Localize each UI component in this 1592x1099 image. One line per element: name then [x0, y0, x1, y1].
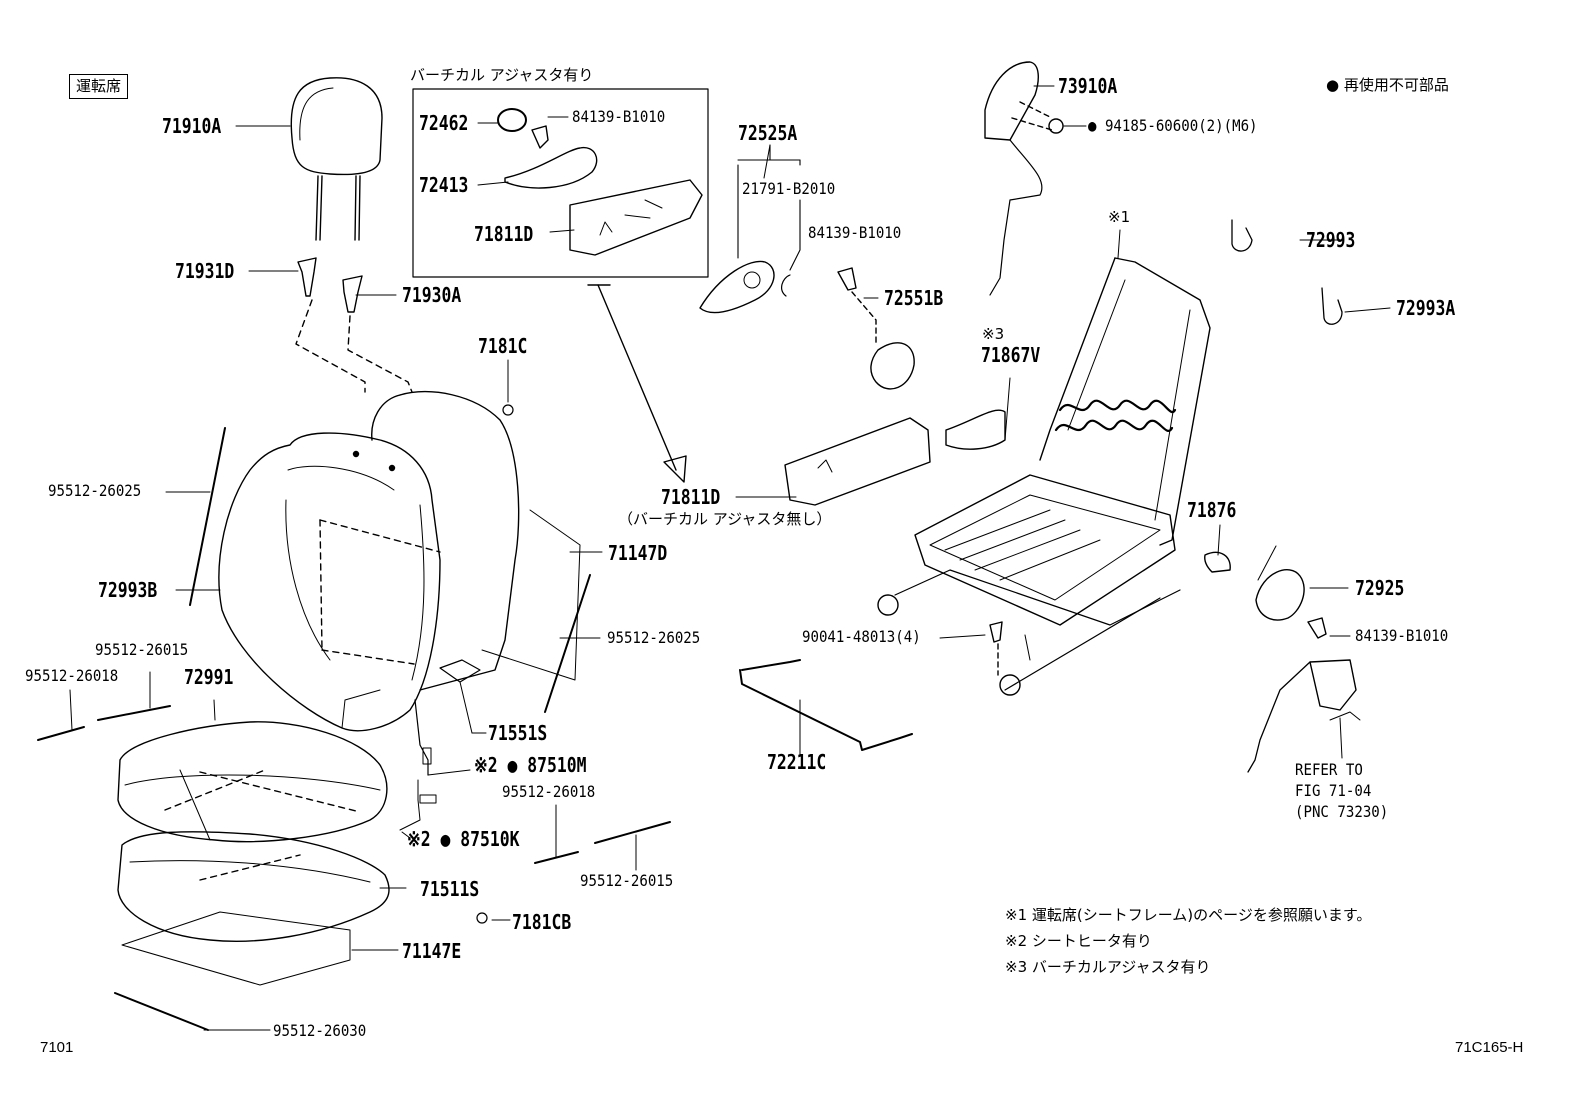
part-number[interactable]: ● 94185-60600(2)(M6)	[1088, 116, 1258, 135]
footnote-3: ※3 バーチカルアジャスタ有り	[1005, 958, 1211, 976]
part-number[interactable]: 72993B	[98, 578, 158, 602]
part-number[interactable]: 71811D	[474, 222, 534, 246]
part-number[interactable]: 72993	[1306, 228, 1356, 252]
part-number[interactable]: 72525A	[738, 121, 798, 145]
figure-code: 71C165-H	[1455, 1039, 1524, 1056]
part-number[interactable]: 73910A	[1058, 74, 1118, 98]
part-number[interactable]: ※2 ● 87510M	[474, 753, 587, 777]
part-number[interactable]: 95512-26025	[607, 628, 701, 647]
part-number[interactable]: 72925	[1355, 576, 1405, 600]
page-reference: 7101	[40, 1039, 74, 1056]
part-number[interactable]: 71876	[1187, 498, 1237, 522]
seat-frame-drawing	[877, 257, 1211, 696]
part-number[interactable]: 7181C	[478, 334, 528, 358]
refer-text: REFER TO	[1295, 760, 1363, 779]
part-number[interactable]: 7181CB	[512, 910, 572, 934]
part-number[interactable]: 95512-26018	[25, 666, 119, 685]
part-number[interactable]: 95512-26030	[273, 1021, 367, 1040]
part-number[interactable]: 72211C	[767, 750, 827, 774]
part-number[interactable]: 71147E	[402, 939, 462, 963]
refer-text: FIG 71-04	[1295, 781, 1372, 800]
part-number[interactable]: 90041-48013(4)	[802, 627, 921, 646]
note-mark: ※1	[1108, 208, 1131, 226]
part-number[interactable]: 71811D	[661, 485, 721, 509]
part-number[interactable]: 71910A	[162, 114, 222, 138]
part-number[interactable]: 71551S	[488, 721, 548, 745]
part-number[interactable]: 21791-B2010	[742, 179, 836, 198]
legend-non-reusable: ● 再使用不可部品	[1326, 76, 1449, 94]
part-number[interactable]: 71931D	[175, 259, 235, 283]
leader-lines	[69, 85, 1391, 1031]
refer-text: (PNC 73230)	[1295, 802, 1389, 821]
part-number[interactable]: 95512-26025	[48, 481, 142, 500]
part-number[interactable]: 71930A	[402, 283, 462, 307]
headrest-guide-drawing	[297, 257, 363, 313]
seatback-drawing	[218, 390, 520, 732]
part-number[interactable]: 72551B	[884, 286, 944, 310]
note-mark: ※3	[982, 325, 1005, 343]
footnote-1: ※1 運転席(シートフレーム)のページを参照願います。	[1005, 906, 1372, 924]
part-number[interactable]: 71147D	[608, 541, 668, 565]
adjuster-with-caption: バーチカル アジャスタ有り	[410, 66, 594, 84]
part-number[interactable]: 72993A	[1396, 296, 1456, 320]
part-number[interactable]: 95512-26015	[580, 871, 674, 890]
part-number[interactable]: 71511S	[420, 877, 480, 901]
part-number[interactable]: 95512-26018	[502, 782, 596, 801]
footnote-2: ※2 シートヒータ有り	[1005, 932, 1152, 950]
part-number[interactable]: 84139-B1010	[1355, 626, 1449, 645]
part-number[interactable]: 72413	[419, 173, 469, 197]
part-number[interactable]: ※2 ● 87510K	[407, 827, 520, 851]
part-number[interactable]: 72991	[184, 665, 234, 689]
headrest-drawing	[290, 77, 383, 241]
part-number[interactable]: 95512-26015	[95, 640, 189, 659]
cushion-drawing	[117, 721, 390, 986]
part-number[interactable]: 72462	[419, 111, 469, 135]
part-number[interactable]: 84139-B1010	[808, 223, 902, 242]
adjuster-inset-box	[412, 88, 709, 278]
part-number[interactable]: 84139-B1010	[572, 107, 666, 126]
part-number[interactable]: 71867V	[981, 343, 1041, 367]
seat-position-tag: 運転席	[69, 74, 129, 99]
adjuster-without-caption: （バーチカル アジャスタ無し）	[618, 510, 832, 528]
